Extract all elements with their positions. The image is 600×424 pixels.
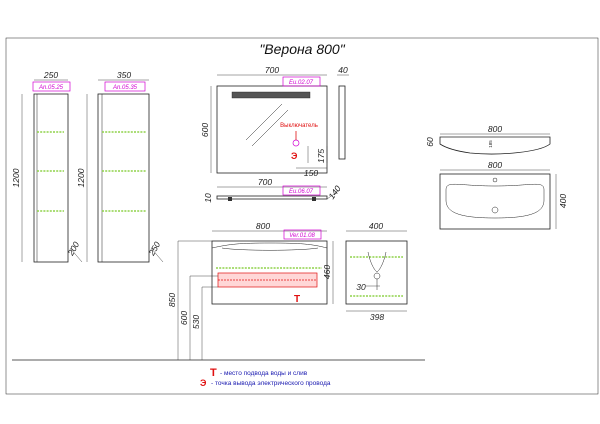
legend: Т - место подвода воды и слив Э - точка … [200,367,331,388]
side-bottom-depth: 398 [370,312,384,322]
mirror-depth: 40 [338,65,348,75]
shelf-code: Eu.06.07 [289,189,314,195]
mirror-switch-symbol: Э [291,151,298,161]
basin-width: 800 [488,124,502,134]
side-depth: 400 [369,221,383,231]
drawing-title: "Верона 800" [259,41,345,57]
vanity-code: Ver.01.08 [289,233,315,239]
shelf-thickness: 10 [203,193,213,203]
mirror: 700 Eu.02.07 600 40 Выключатель Э 175 15… [200,65,349,178]
vanity-floor-600: 600 [179,311,189,325]
side-inner: 30 [356,282,366,292]
basin-drain-icon [491,206,499,214]
vanity-water-symbol: Т [294,294,300,305]
vanity-height: 460 [322,265,332,279]
cabinet-left-code: An.05.25 [38,85,64,91]
mirror-width: 700 [265,65,279,75]
drawing-frame [5,37,599,395]
cabinet-left-depth: 200 [65,240,81,258]
cabinet-left-height: 1200 [11,168,21,187]
legend-water-text: - место подвода воды и слив [220,370,308,377]
mirror-height: 600 [200,123,210,137]
basin-tap-hole-icon [492,177,498,183]
vanity-width: 800 [256,221,270,231]
cabinet-right-height: 1200 [76,168,86,187]
mirror-switch-175: 175 [316,149,326,163]
basin-top-width: 800 [488,160,502,170]
basin: 800 60 185 800 400 [425,124,568,230]
legend-water-symbol: Т [210,367,217,379]
basin-small-dim: 185 [488,140,493,148]
cabinet-right-width: 350 [117,70,131,80]
mirror-switch-label: Выключатель [280,123,318,129]
vanity-floor-850: 850 [167,293,177,307]
cabinet-left: 250 An.05.25 1200 200 [11,70,83,263]
shelf-depth: 140 [326,183,342,201]
vanity-floor-530: 530 [191,315,201,329]
switch-point-icon [292,139,300,147]
glass-shelf: 700 Eu.06.07 10 140 [203,177,343,203]
basin-height: 60 [425,137,435,147]
cabinet-right-code: An.05.35 [112,85,138,91]
vanity-side: 400 30 398 [345,221,408,322]
cabinet-right: 350 An.05.35 1200 250 [76,70,164,263]
cabinet-right-depth: 250 [146,240,162,258]
legend-electric-symbol: Э [200,378,207,388]
basin-top-depth: 400 [558,194,568,208]
vanity-front: 800 Ver.01.08 Т 460 850 600 530 [167,221,334,360]
mirror-code: Eu.02.07 [289,80,314,86]
mirror-switch-150: 150 [304,168,318,178]
cabinet-left-width: 250 [43,70,58,80]
shelf-width: 700 [258,177,272,187]
legend-electric-text: - точка вывода электрического провода [211,380,331,387]
